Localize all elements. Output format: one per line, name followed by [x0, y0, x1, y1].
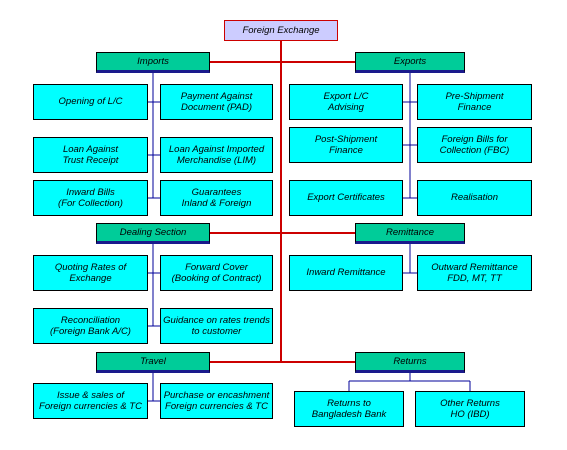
node-forward-cover: Forward Cover (Booking of Contract)	[160, 255, 273, 291]
node-export-certificates: Export Certificates	[289, 180, 403, 216]
node-foreign-bills-for-collection: Foreign Bills for Collection (FBC)	[417, 127, 532, 163]
node-export-lc-advising: Export L/C Advising	[289, 84, 403, 120]
node-inward-remittance: Inward Remittance	[289, 255, 403, 291]
node-loan-against-trust-receipt: Loan Against Trust Receipt	[33, 137, 148, 173]
node-loan-against-imported-merchandise: Loan Against Imported Merchandise (LIM)	[160, 137, 273, 173]
node-reconciliation: Reconciliation (Foreign Bank A/C)	[33, 308, 148, 344]
node-post-shipment-finance: Post-Shipment Finance	[289, 127, 403, 163]
header-travel: Travel	[96, 352, 210, 373]
header-exports: Exports	[355, 52, 465, 73]
node-guidance-on-rates-trends: Guidance on rates trends to customer	[160, 308, 273, 344]
node-issue-and-sales-of-foreign-currencies: Issue & sales of Foreign currencies & TC	[33, 383, 148, 419]
node-other-returns: Other Returns HO (IBD)	[415, 391, 525, 427]
header-imports: Imports	[96, 52, 210, 73]
header-dealing-section: Dealing Section	[96, 223, 210, 244]
node-pre-shipment-finance: Pre-Shipment Finance	[417, 84, 532, 120]
node-guarantees: Guarantees Inland & Foreign	[160, 180, 273, 216]
node-quoting-rates-of-exchange: Quoting Rates of Exchange	[33, 255, 148, 291]
node-opening-of-lc: Opening of L/C	[33, 84, 148, 120]
node-payment-against-document: Payment Against Document (PAD)	[160, 84, 273, 120]
header-returns: Returns	[355, 352, 465, 373]
node-purchase-or-encashment: Purchase or encashment Foreign currencie…	[160, 383, 273, 419]
node-realisation: Realisation	[417, 180, 532, 216]
node-outward-remittance: Outward Remittance FDD, MT, TT	[417, 255, 532, 291]
header-remittance: Remittance	[355, 223, 465, 244]
node-inward-bills: Inward Bills (For Collection)	[33, 180, 148, 216]
node-returns-to-bangladesh-bank: Returns to Bangladesh Bank	[294, 391, 404, 427]
node-foreign-exchange: Foreign Exchange	[224, 20, 338, 41]
